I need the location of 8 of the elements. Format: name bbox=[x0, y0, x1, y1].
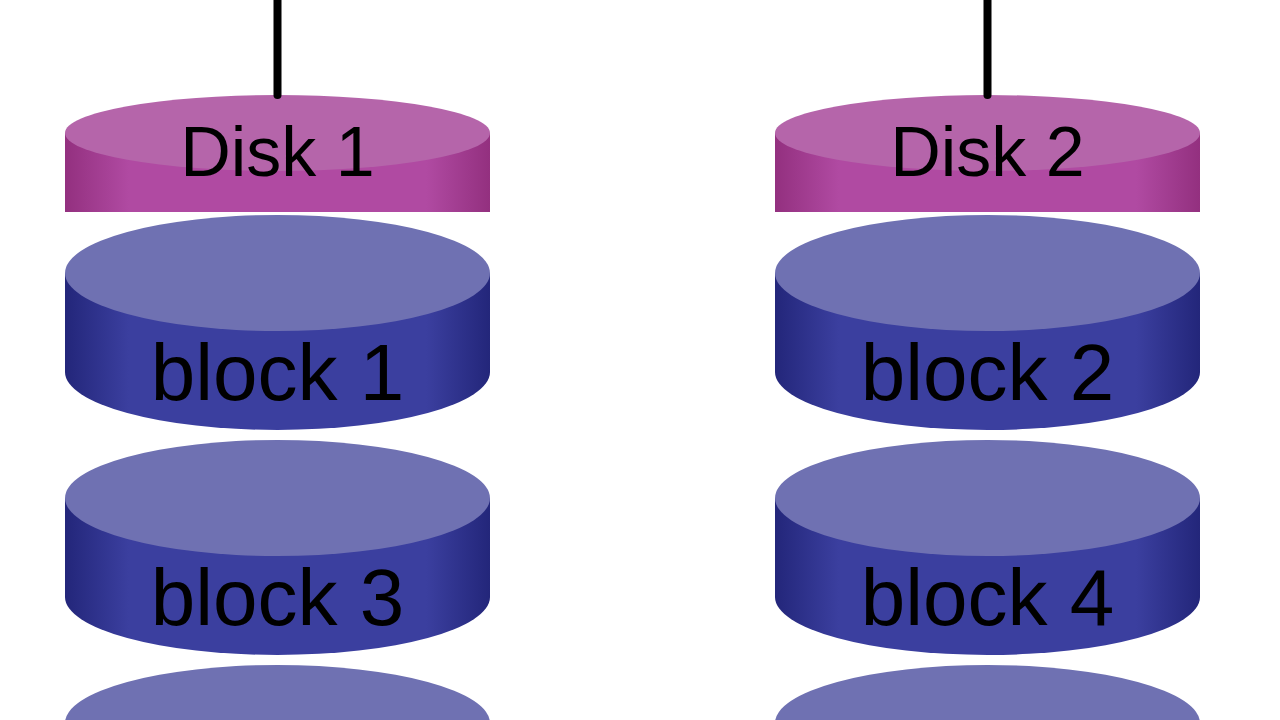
disk-label: Disk 2 bbox=[890, 117, 1085, 187]
block-label: block 1 bbox=[150, 333, 405, 413]
disk-label: Disk 1 bbox=[180, 117, 375, 187]
connector-line bbox=[273, 0, 282, 99]
block-label: block 2 bbox=[860, 333, 1115, 413]
block-label: block 3 bbox=[150, 558, 405, 638]
connector-line bbox=[983, 0, 992, 99]
block-label: block 4 bbox=[860, 558, 1115, 638]
